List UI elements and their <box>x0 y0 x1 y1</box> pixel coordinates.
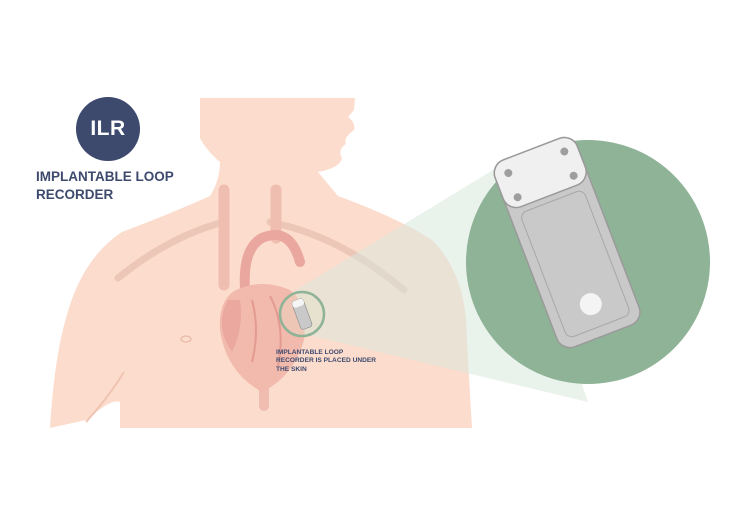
ilr-badge: ILR <box>76 97 140 161</box>
ilr-device <box>493 136 641 349</box>
badge-text: ILR <box>90 117 126 140</box>
heart-left-lobe <box>221 300 241 352</box>
device-screw-bottom-right <box>569 171 578 180</box>
title-line-2: RECORDER <box>36 187 114 202</box>
nipple-left <box>180 335 192 343</box>
aortic-arch <box>239 230 305 305</box>
heart <box>219 284 306 392</box>
device-electrode <box>579 293 602 316</box>
clavicle-left <box>114 218 228 282</box>
device-screw-top-right <box>560 147 569 156</box>
diagram-title: IMPLANTABLE LOOP RECORDER <box>36 168 226 204</box>
caption-line-3: THE SKIN <box>276 365 307 373</box>
title-line-1: IMPLANTABLE LOOP <box>36 169 174 184</box>
device-screw-top-left <box>504 168 513 177</box>
arm-crease-left <box>85 371 125 423</box>
caption-line-2: RECORDER IS PLACED UNDER <box>276 357 377 365</box>
implant-caption: IMPLANTABLE LOOP RECORDER IS PLACED UNDE… <box>276 349 406 374</box>
implant-mini-device <box>291 298 313 330</box>
device-inner-panel <box>521 190 630 338</box>
heart-vessel-lines <box>251 295 282 367</box>
caption-line-1: IMPLANTABLE LOOP <box>276 349 344 356</box>
device-screw-bottom-left <box>513 193 522 202</box>
